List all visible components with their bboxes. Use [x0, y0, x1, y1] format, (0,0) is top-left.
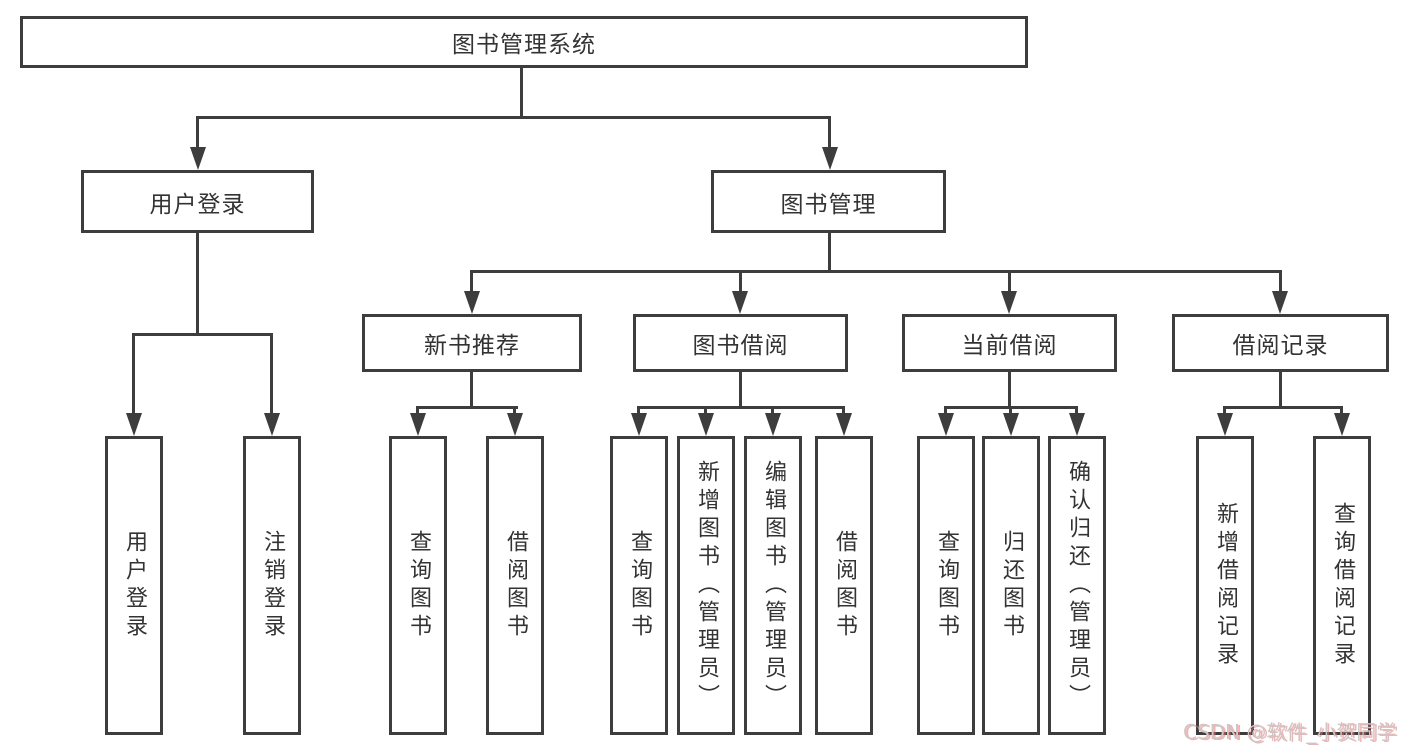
- arrow-down-icon: [507, 413, 523, 436]
- arrow-down-icon: [264, 413, 280, 436]
- node-new-book-recommend-label: 新书推荐: [424, 333, 520, 359]
- leaf-label: 查询图书: [934, 529, 959, 642]
- node-book-borrow-label: 图书借阅: [692, 333, 789, 359]
- arrow-down-icon: [836, 413, 852, 436]
- connector-drop-l3-3: [1279, 272, 1282, 294]
- node-user-login: 用户登录: [81, 170, 314, 233]
- connector-root-branch: [196, 116, 831, 119]
- connector-mgmt-stem: [828, 233, 831, 272]
- arrow-down-icon: [126, 413, 142, 436]
- connector-branch-g4: [944, 406, 1078, 409]
- arrow-down-icon: [698, 413, 714, 436]
- connector-drop-l3-0: [470, 272, 473, 294]
- leaf-label: 查询图书: [406, 529, 431, 642]
- leaf-query-borrow-record: 查询借阅记录: [1313, 436, 1371, 735]
- connector-drop-user-login: [196, 118, 199, 152]
- leaf-query-book-current: 查询图书: [917, 436, 975, 735]
- leaf-user-login: 用户登录: [105, 436, 163, 735]
- connector-drop-book-mgmt: [828, 118, 831, 152]
- connector-l3-stem-3: [1279, 372, 1282, 408]
- arrow-down-icon: [631, 413, 647, 436]
- node-new-book-recommend: 新书推荐: [362, 314, 582, 372]
- connector-drop-l3-1: [739, 272, 742, 294]
- arrow-down-icon: [190, 147, 206, 170]
- connector-mgmt-branch: [470, 270, 1282, 273]
- leaf-label: 查询图书: [627, 529, 652, 642]
- csdn-watermark: CSDN @软件_小贺同学: [1183, 720, 1397, 744]
- node-book-borrow: 图书借阅: [633, 314, 848, 372]
- arrow-down-icon: [1334, 413, 1350, 436]
- arrow-down-icon: [410, 413, 426, 436]
- node-user-login-label: 用户登录: [149, 191, 246, 218]
- arrow-down-icon: [732, 291, 748, 314]
- leaf-add-book-admin: 新增图书（管理员）: [677, 436, 735, 735]
- leaf-borrow-book-recommend: 借阅图书: [486, 436, 544, 735]
- connector-login-stem: [196, 233, 199, 335]
- node-book-management-label: 图书管理: [780, 191, 877, 218]
- connector-l3-stem-2: [1008, 372, 1011, 408]
- leaf-label: 新增图书（管理员）: [694, 459, 719, 712]
- connector-drop-leaf-login: [132, 335, 135, 416]
- leaf-query-book-recommend: 查询图书: [389, 436, 447, 735]
- leaf-label: 借阅图书: [832, 529, 857, 642]
- connector-login-branch: [132, 333, 273, 336]
- leaf-query-book-borrow: 查询图书: [610, 436, 668, 735]
- arrow-down-icon: [1217, 413, 1233, 436]
- connector-branch-g5: [1223, 406, 1343, 409]
- node-book-management: 图书管理: [711, 170, 946, 233]
- connector-drop-l3-2: [1008, 272, 1011, 294]
- connector-branch-g2: [416, 406, 518, 409]
- connector-l3-stem-0: [470, 372, 473, 408]
- leaf-label: 借阅图书: [503, 529, 528, 642]
- leaf-label: 用户登录: [122, 529, 147, 642]
- arrow-down-icon: [1069, 413, 1085, 436]
- connector-branch-g3: [637, 406, 845, 409]
- leaf-label: 新增借阅记录: [1213, 501, 1238, 670]
- arrow-down-icon: [1272, 291, 1288, 314]
- arrow-down-icon: [1001, 291, 1017, 314]
- arrow-down-icon: [464, 291, 480, 314]
- node-root: 图书管理系统: [20, 16, 1028, 68]
- node-borrow-record: 借阅记录: [1172, 314, 1389, 372]
- arrow-down-icon: [938, 413, 954, 436]
- leaf-return-book: 归还图书: [982, 436, 1040, 735]
- connector-l3-stem-1: [739, 372, 742, 408]
- node-root-label: 图书管理系统: [452, 32, 596, 58]
- node-borrow-record-label: 借阅记录: [1232, 333, 1329, 359]
- leaf-label: 编辑图书（管理员）: [761, 459, 786, 712]
- leaf-borrow-book: 借阅图书: [815, 436, 873, 735]
- node-current-borrow: 当前借阅: [902, 314, 1117, 372]
- leaf-add-borrow-record: 新增借阅记录: [1196, 436, 1254, 735]
- arrow-down-icon: [822, 147, 838, 170]
- leaf-label: 确认归还（管理员）: [1065, 459, 1090, 712]
- arrow-down-icon: [765, 413, 781, 436]
- leaf-logout: 注销登录: [243, 436, 301, 735]
- leaf-edit-book-admin: 编辑图书（管理员）: [744, 436, 802, 735]
- leaf-label: 注销登录: [260, 529, 285, 642]
- arrow-down-icon: [1003, 413, 1019, 436]
- leaf-confirm-return-admin: 确认归还（管理员）: [1048, 436, 1106, 735]
- connector-drop-leaf-logout: [270, 335, 273, 416]
- connector-root-stem: [520, 68, 523, 118]
- leaf-label: 归还图书: [999, 529, 1024, 642]
- node-current-borrow-label: 当前借阅: [961, 333, 1058, 359]
- leaf-label: 查询借阅记录: [1330, 501, 1355, 670]
